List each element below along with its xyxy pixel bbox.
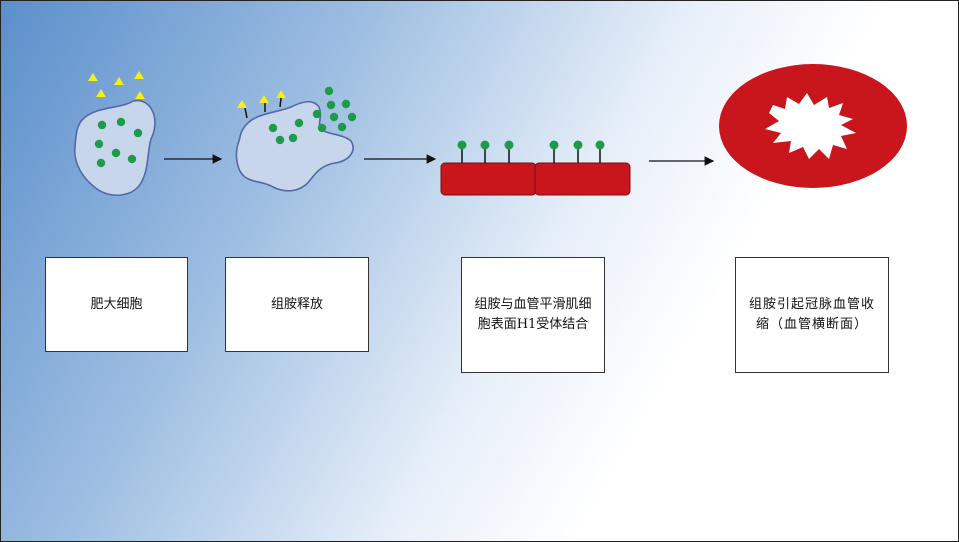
receptor-bound-histamine [457, 140, 605, 150]
granule-dot [312, 109, 322, 119]
granule-dot [288, 133, 298, 143]
granule-dot [324, 86, 334, 96]
step-label-vasoconstriction: 组胺引起冠脉血管收缩（血管横断面） [735, 257, 889, 373]
degranulating-cell-body [235, 100, 354, 192]
granule-dot [595, 140, 605, 150]
mast-cell-body [73, 99, 156, 196]
step-label-mast-cell: 肥大细胞 [45, 257, 188, 352]
granule-dot [127, 154, 137, 164]
receptor-stem [279, 97, 282, 108]
granule-dot [504, 140, 514, 150]
smooth-muscle-cell [440, 162, 537, 196]
granule-dot [329, 112, 339, 122]
granule-dot [480, 140, 490, 150]
receptor-stem [244, 107, 248, 119]
step-label-text: 组胺与血管平滑肌细胞表面H1受体结合 [474, 297, 592, 332]
granule-dot [457, 140, 467, 150]
step-label-text: 组胺引起冠脉血管收缩（血管横断面） [748, 297, 875, 332]
histamine-triangle [259, 95, 269, 103]
step-label-text: 肥大细胞 [90, 296, 143, 312]
mast-cell [73, 71, 156, 196]
histamine-triangle [134, 71, 144, 79]
granule-dot [294, 118, 304, 128]
granule-dot [133, 128, 143, 138]
degranulating-cell [235, 86, 357, 192]
step-label-h1-binding: 组胺与血管平滑肌细胞表面H1受体结合 [461, 257, 605, 373]
granule-dot [268, 123, 278, 133]
h1-receptors [461, 149, 601, 163]
mast-cell-granules [94, 117, 143, 168]
histamine-triangle [114, 77, 124, 85]
smooth-muscle-cell [534, 162, 631, 196]
granule-dot [94, 139, 104, 149]
bound-histamine [237, 90, 286, 108]
granule-dot [549, 140, 559, 150]
granule-dot [347, 112, 357, 122]
released-granules [268, 86, 357, 145]
vessel-cross-section [719, 64, 907, 188]
granule-dot [97, 120, 107, 130]
smooth-muscle-cells [440, 140, 631, 196]
granule-dot [111, 148, 121, 158]
granule-dot [337, 122, 347, 132]
histamine-triangles [88, 71, 145, 99]
membrane-receptors [244, 97, 282, 119]
granule-dot [275, 135, 285, 145]
granule-dot [96, 158, 106, 168]
histamine-triangle [135, 91, 145, 99]
histamine-triangle [276, 90, 286, 98]
granule-dot [341, 99, 351, 109]
granule-dot [573, 140, 583, 150]
histamine-triangle [88, 73, 98, 81]
histamine-triangle [96, 89, 106, 97]
vessel-lumen [765, 93, 856, 159]
granule-dot [116, 117, 126, 127]
step-label-histamine-release: 组胺释放 [225, 257, 369, 352]
granule-dot [326, 100, 336, 110]
granule-dot [317, 123, 327, 133]
histamine-triangle [237, 100, 247, 108]
step-label-text: 组胺释放 [270, 296, 323, 312]
